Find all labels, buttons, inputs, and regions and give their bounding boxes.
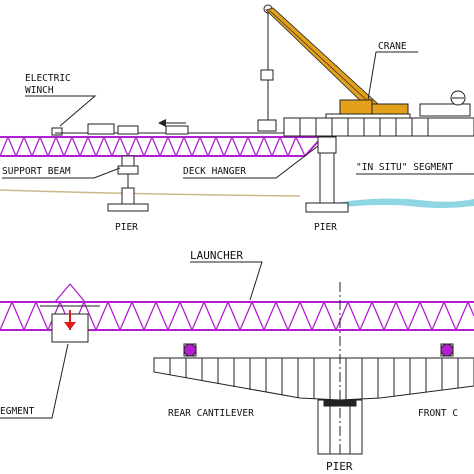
winch-unit bbox=[51, 127, 63, 136]
girder-hanger-right bbox=[440, 343, 454, 357]
pier-left-top bbox=[107, 187, 149, 212]
ground-line bbox=[0, 189, 301, 197]
electric-winch-label-1: ELECTRIC bbox=[25, 73, 71, 84]
crane bbox=[265, 7, 411, 125]
deck-detail-vehicle bbox=[419, 90, 471, 117]
deck-hanger-leader bbox=[183, 145, 319, 179]
carriage-3 bbox=[165, 125, 189, 135]
launcher-leader bbox=[190, 261, 263, 301]
segment-label: EGMENT bbox=[0, 406, 35, 417]
launcher-label: LAUNCHER bbox=[190, 249, 243, 262]
rear-support-frame bbox=[40, 305, 100, 343]
pier-right-top bbox=[305, 152, 349, 213]
deck-hanger-label: DECK HANGER bbox=[183, 166, 246, 177]
pier-cap-right bbox=[317, 136, 337, 154]
box-girder bbox=[153, 357, 474, 401]
hanging-block bbox=[260, 69, 274, 81]
pier-right-label: PIER bbox=[314, 222, 337, 233]
hanging-segment bbox=[257, 119, 277, 132]
rear-cantilever-label: REAR CANTILEVER bbox=[168, 408, 254, 419]
carriage-1 bbox=[87, 123, 115, 135]
crane-cab bbox=[339, 99, 373, 115]
water-surface bbox=[335, 198, 474, 208]
girder-hanger-left bbox=[183, 343, 197, 357]
crane-label: CRANE bbox=[378, 41, 407, 52]
crane-leader bbox=[367, 51, 418, 101]
travel-arrow-head bbox=[158, 119, 166, 127]
segment-leader bbox=[0, 343, 69, 419]
electric-winch-leader bbox=[25, 95, 97, 127]
top-launcher-truss bbox=[0, 135, 323, 158]
pier-left-label: PIER bbox=[115, 222, 138, 233]
in-situ-segment-label: "IN SITU" SEGMENT bbox=[356, 162, 454, 173]
pier-bottom-label: PIER bbox=[326, 460, 353, 473]
support-beam-leader bbox=[2, 167, 121, 179]
support-beam-label: SUPPORT BEAM bbox=[2, 166, 71, 177]
carriage-2 bbox=[117, 125, 139, 135]
deck-segments bbox=[283, 117, 474, 137]
electric-winch-label-2: WINCH bbox=[25, 85, 54, 96]
front-cantilever-label: FRONT C bbox=[418, 408, 458, 419]
support-beam-hanger bbox=[117, 155, 139, 188]
